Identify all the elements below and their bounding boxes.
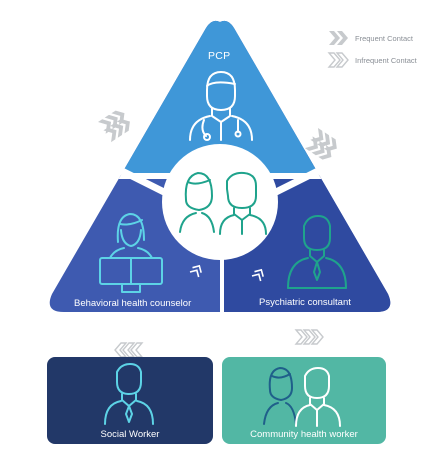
patient-pair-icon (179, 171, 267, 235)
chevrons-bottom-left (114, 342, 143, 358)
triangle-top-section (100, 20, 340, 173)
social-worker-card (47, 357, 213, 444)
community-worker-male-icon (295, 367, 341, 427)
inner-chevrons-left (189, 264, 202, 278)
community-pair-icon (263, 367, 297, 425)
legend-frequent-icon (329, 31, 348, 45)
community-health-worker-label: Community health worker (250, 429, 358, 440)
legend-infrequent-icon (328, 52, 349, 68)
center-circle (162, 144, 278, 260)
pcp-label: PCP (208, 50, 231, 62)
legend-infrequent-label: Infrequent Contact (355, 56, 417, 65)
counselor-at-computer-icon (99, 213, 163, 293)
chevrons-upper-left (98, 107, 134, 143)
psychiatric-consultant-label: Psychiatric consultant (259, 297, 351, 308)
inner-chevrons-right (251, 268, 264, 282)
social-worker-icon (104, 363, 154, 425)
behavioral-health-counselor-label: Behavioral health counselor (74, 298, 192, 309)
social-worker-label: Social Worker (100, 429, 160, 440)
community-health-worker-card (222, 357, 386, 444)
consultant-icon (287, 215, 347, 289)
chevrons-upper-right (304, 128, 341, 163)
doctor-icon (189, 71, 253, 141)
chevrons-bottom-right (295, 329, 324, 345)
legend-frequent-label: Frequent Contact (355, 34, 413, 43)
